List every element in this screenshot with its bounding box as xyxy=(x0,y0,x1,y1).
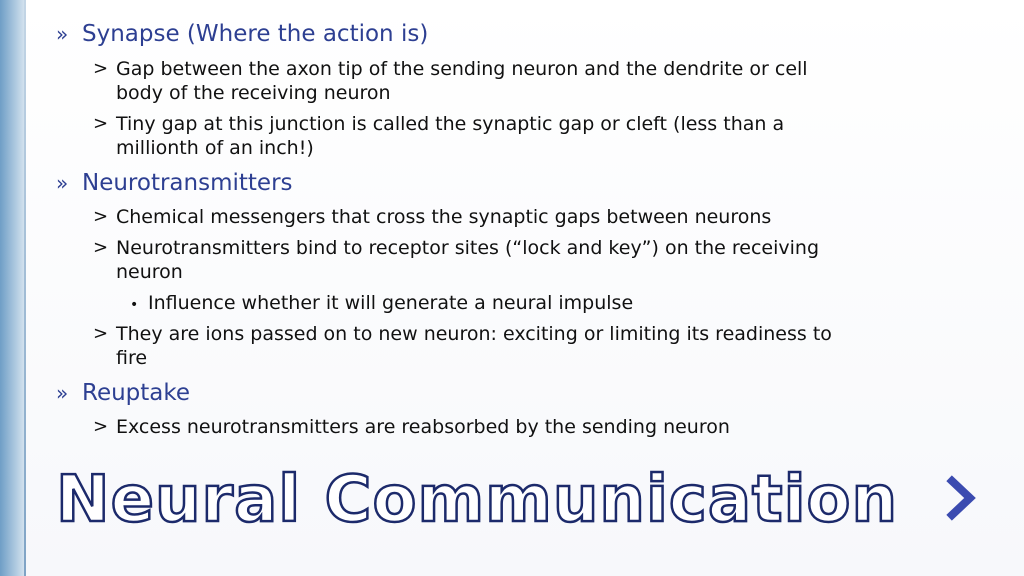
next-slide-button[interactable] xyxy=(942,475,982,521)
sub-bullet-text: Tiny gap at this junction is called the … xyxy=(116,113,785,135)
sub-bullet-marker: > xyxy=(93,237,109,258)
sub-bullet-text: Gap between the axon tip of the sending … xyxy=(116,58,808,80)
slide-title: Neural Communication xyxy=(55,462,899,539)
sub-bullet-marker: > xyxy=(93,323,109,344)
bullet-text: Neurotransmitters xyxy=(82,170,293,196)
sub-bullet-marker: > xyxy=(93,206,109,227)
bullet-marker: » xyxy=(56,171,69,195)
sub-bullet-text: Neurotransmitters bind to receptor sites… xyxy=(116,237,820,259)
sub-bullet-text: neuron xyxy=(116,261,183,283)
chevron-right-icon xyxy=(946,475,976,521)
sub-sub-bullet-text: Influence whether it will generate a neu… xyxy=(148,292,634,314)
bullet-marker: » xyxy=(56,381,69,405)
sub-bullet-marker: > xyxy=(93,113,109,134)
sub-bullet-text: Chemical messengers that cross the synap… xyxy=(116,206,772,228)
sub-bullet-text: Excess neurotransmitters are reabsorbed … xyxy=(116,416,730,438)
sub-bullet-text: fire xyxy=(116,347,148,369)
sub-bullet-marker: > xyxy=(93,58,109,79)
sub-bullet-text: They are ions passed on to new neuron: e… xyxy=(116,323,832,345)
left-accent-bar xyxy=(0,0,26,576)
sub-bullet-marker: > xyxy=(93,416,109,437)
sub-bullet-text: body of the receiving neuron xyxy=(116,82,391,104)
sub-bullet-text: millionth of an inch!) xyxy=(116,137,314,159)
bullet-text: Synapse (Where the action is) xyxy=(82,21,429,47)
dot-bullet-marker: • xyxy=(130,297,139,313)
bullet-text: Reuptake xyxy=(82,380,191,406)
bullet-marker: » xyxy=(56,22,69,46)
